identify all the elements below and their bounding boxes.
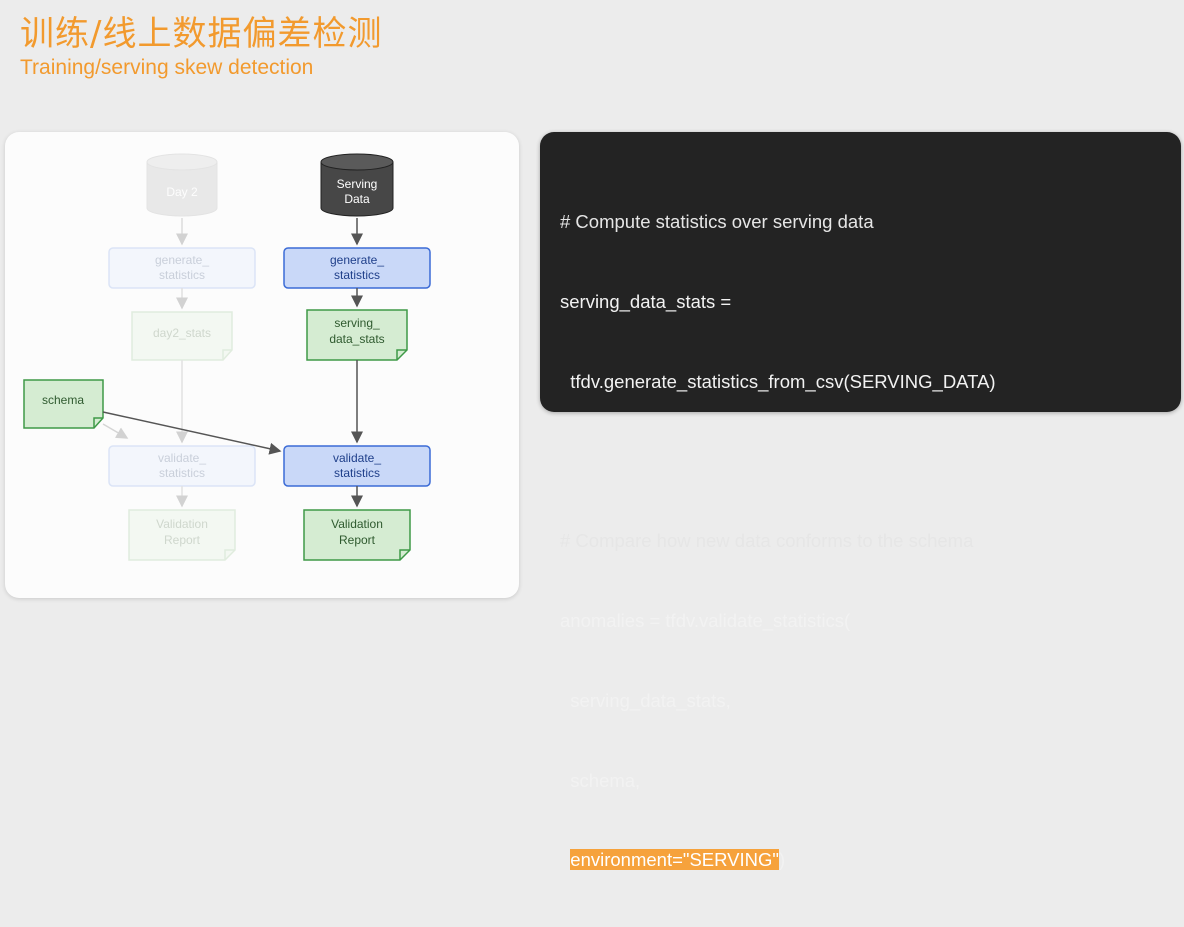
day2-stats-node: day2_stats	[131, 311, 233, 361]
generate-statistics-right-node: generate_ statistics	[283, 247, 431, 289]
pipeline-diagram: Day 2 generate_ statistics day2_stats va…	[5, 132, 519, 598]
serving-data-stats-label-2: data_stats	[329, 332, 384, 346]
schema-label: schema	[42, 393, 84, 407]
slide-title: 训练/线上数据偏差检测	[20, 14, 383, 54]
validation-report-left-label-2: Report	[164, 533, 201, 547]
code-line-3: tfdv.generate_statistics_from_csv(SERVIN…	[560, 370, 996, 392]
day2-database: Day 2	[146, 153, 218, 217]
validation-report-right-node: Validation Report	[303, 509, 411, 561]
generate-statistics-left-label-2: statistics	[159, 268, 205, 282]
code-line-9-indent	[560, 849, 570, 870]
day2-stats-label: day2_stats	[153, 326, 211, 340]
code-line-5: # Compare how new data conforms to the s…	[560, 530, 974, 552]
serving-data-stats-node: serving_ data_stats	[306, 309, 408, 361]
serving-data-label-1: Serving	[337, 177, 378, 191]
validate-statistics-left-label-2: statistics	[159, 466, 205, 480]
day2-database-label: Day 2	[166, 185, 198, 199]
validation-report-right-label-1: Validation	[331, 517, 383, 531]
code-line-2: serving_data_stats =	[560, 290, 732, 312]
generate-statistics-right-label-2: statistics	[334, 268, 380, 282]
code-line-8: schema,	[560, 769, 641, 791]
serving-data-label-2: Data	[344, 192, 370, 206]
validation-report-right-label-2: Report	[339, 533, 376, 547]
validate-statistics-left-label-1: validate_	[158, 451, 206, 465]
validate-statistics-left-node: validate_ statistics	[108, 445, 256, 487]
validation-report-left-node: Validation Report	[128, 509, 236, 561]
generate-statistics-left-node: generate_ statistics	[108, 247, 256, 289]
serving-data-stats-label-1: serving_	[334, 316, 380, 330]
validate-statistics-right-node: validate_ statistics	[283, 445, 431, 487]
code-line-4	[560, 449, 996, 476]
generate-statistics-right-label-1: generate_	[330, 253, 384, 267]
validate-statistics-right-label-1: validate_	[333, 451, 381, 465]
code-line-6: anomalies = tfdv.validate_statistics(	[560, 610, 851, 632]
code-panel: # Compute statistics over serving data s…	[540, 132, 1181, 871]
code-line-9-tail: )	[778, 849, 786, 871]
serving-data-database: Serving Data	[320, 153, 394, 217]
pipeline-diagram-svg: Day 2 generate_ statistics day2_stats va…	[23, 153, 431, 561]
validation-report-left-label-1: Validation	[156, 517, 208, 531]
schema-node: schema	[23, 379, 104, 429]
slide-subtitle: Training/serving skew detection	[20, 56, 314, 79]
highlighted-environment-arg: environment="SERVING"	[570, 849, 779, 871]
validate-statistics-right-label-2: statistics	[334, 466, 380, 480]
code-line-9: environment="SERVING")	[560, 847, 996, 874]
code-line-1: # Compute statistics over serving data	[560, 211, 874, 233]
code-line-7: serving_data_stats,	[560, 689, 731, 711]
code-block: # Compute statistics over serving data s…	[560, 156, 996, 927]
generate-statistics-left-label-1: generate_	[155, 253, 209, 267]
